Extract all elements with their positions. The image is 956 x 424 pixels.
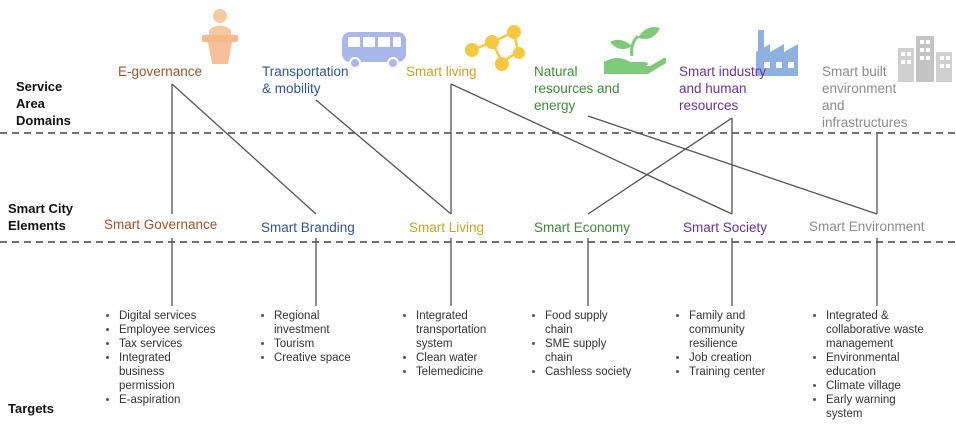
targets-living: Integrated transportation system Clean w… — [402, 309, 526, 379]
connector-industry-economy — [587, 117, 733, 215]
buildings-icon — [898, 36, 952, 82]
element-smart-governance: Smart Governance — [104, 217, 218, 232]
connector-transport-living — [315, 99, 452, 215]
target-item: Climate village — [826, 379, 951, 393]
target-item: Creative space — [274, 351, 384, 365]
target-item: Cashless society — [545, 365, 670, 379]
target-item: Clean water — [416, 351, 526, 365]
target-item: Employee services — [119, 323, 249, 337]
targets-branding: Regional investment Tourism Creative spa… — [260, 309, 384, 365]
target-item: Food supply chain — [545, 309, 625, 337]
connector-living-society — [450, 83, 733, 215]
domain-e-governance: E-governance — [118, 64, 203, 79]
targets-society: Family and community resilience Job crea… — [675, 309, 809, 379]
target-item: Training center — [689, 365, 809, 379]
target-item: Telemedicine — [416, 365, 526, 379]
target-item: Job creation — [689, 351, 809, 365]
target-item: SME supply chain — [545, 337, 625, 365]
target-item: E-aspiration — [119, 393, 249, 407]
factory-icon — [756, 30, 798, 76]
bus-icon — [342, 32, 406, 69]
element-smart-society: Smart Society — [683, 220, 768, 235]
target-item: Regional investment — [274, 309, 349, 337]
domain-transportation: Transportation & mobility — [262, 64, 349, 96]
hand-plant-icon — [604, 27, 666, 74]
row-label-smart-city: Smart City Elements — [8, 201, 74, 233]
domain-natural-resources: Natural resources and energy — [534, 64, 620, 113]
element-smart-environment: Smart Environment — [809, 219, 925, 234]
connector-egov-branding — [171, 83, 317, 215]
people-network-icon — [465, 25, 525, 71]
target-item: Digital services — [119, 309, 249, 323]
element-smart-branding: Smart Branding — [261, 220, 355, 235]
targets-environment: Integrated & collaborative waste managem… — [812, 309, 951, 421]
target-item: Family and community resilience — [689, 309, 769, 351]
row-label-service-area: Service Area Domains — [16, 79, 71, 128]
targets-economy: Food supply chain SME supply chain Cashl… — [531, 309, 670, 379]
targets-governance: Digital services Employee services Tax s… — [105, 309, 249, 407]
target-item: Integrated & collaborative waste managem… — [826, 309, 951, 351]
element-smart-living: Smart Living — [409, 220, 485, 235]
target-item: Integrated business permission — [119, 351, 189, 393]
element-smart-economy: Smart Economy — [534, 220, 631, 235]
target-item: Environmental education — [826, 351, 921, 379]
domain-smart-industry: Smart industry and human resources — [679, 64, 767, 113]
target-item: Tax services — [119, 337, 249, 351]
target-item: Tourism — [274, 337, 384, 351]
row-label-targets: Targets — [8, 401, 54, 416]
domain-smart-living: Smart living — [406, 64, 477, 79]
domain-smart-built-environment: Smart built environment and infrastructu… — [822, 64, 908, 130]
speaker-podium-icon — [202, 9, 238, 64]
target-item: Integrated transportation system — [416, 309, 506, 351]
target-item: Early warning system — [826, 393, 916, 421]
